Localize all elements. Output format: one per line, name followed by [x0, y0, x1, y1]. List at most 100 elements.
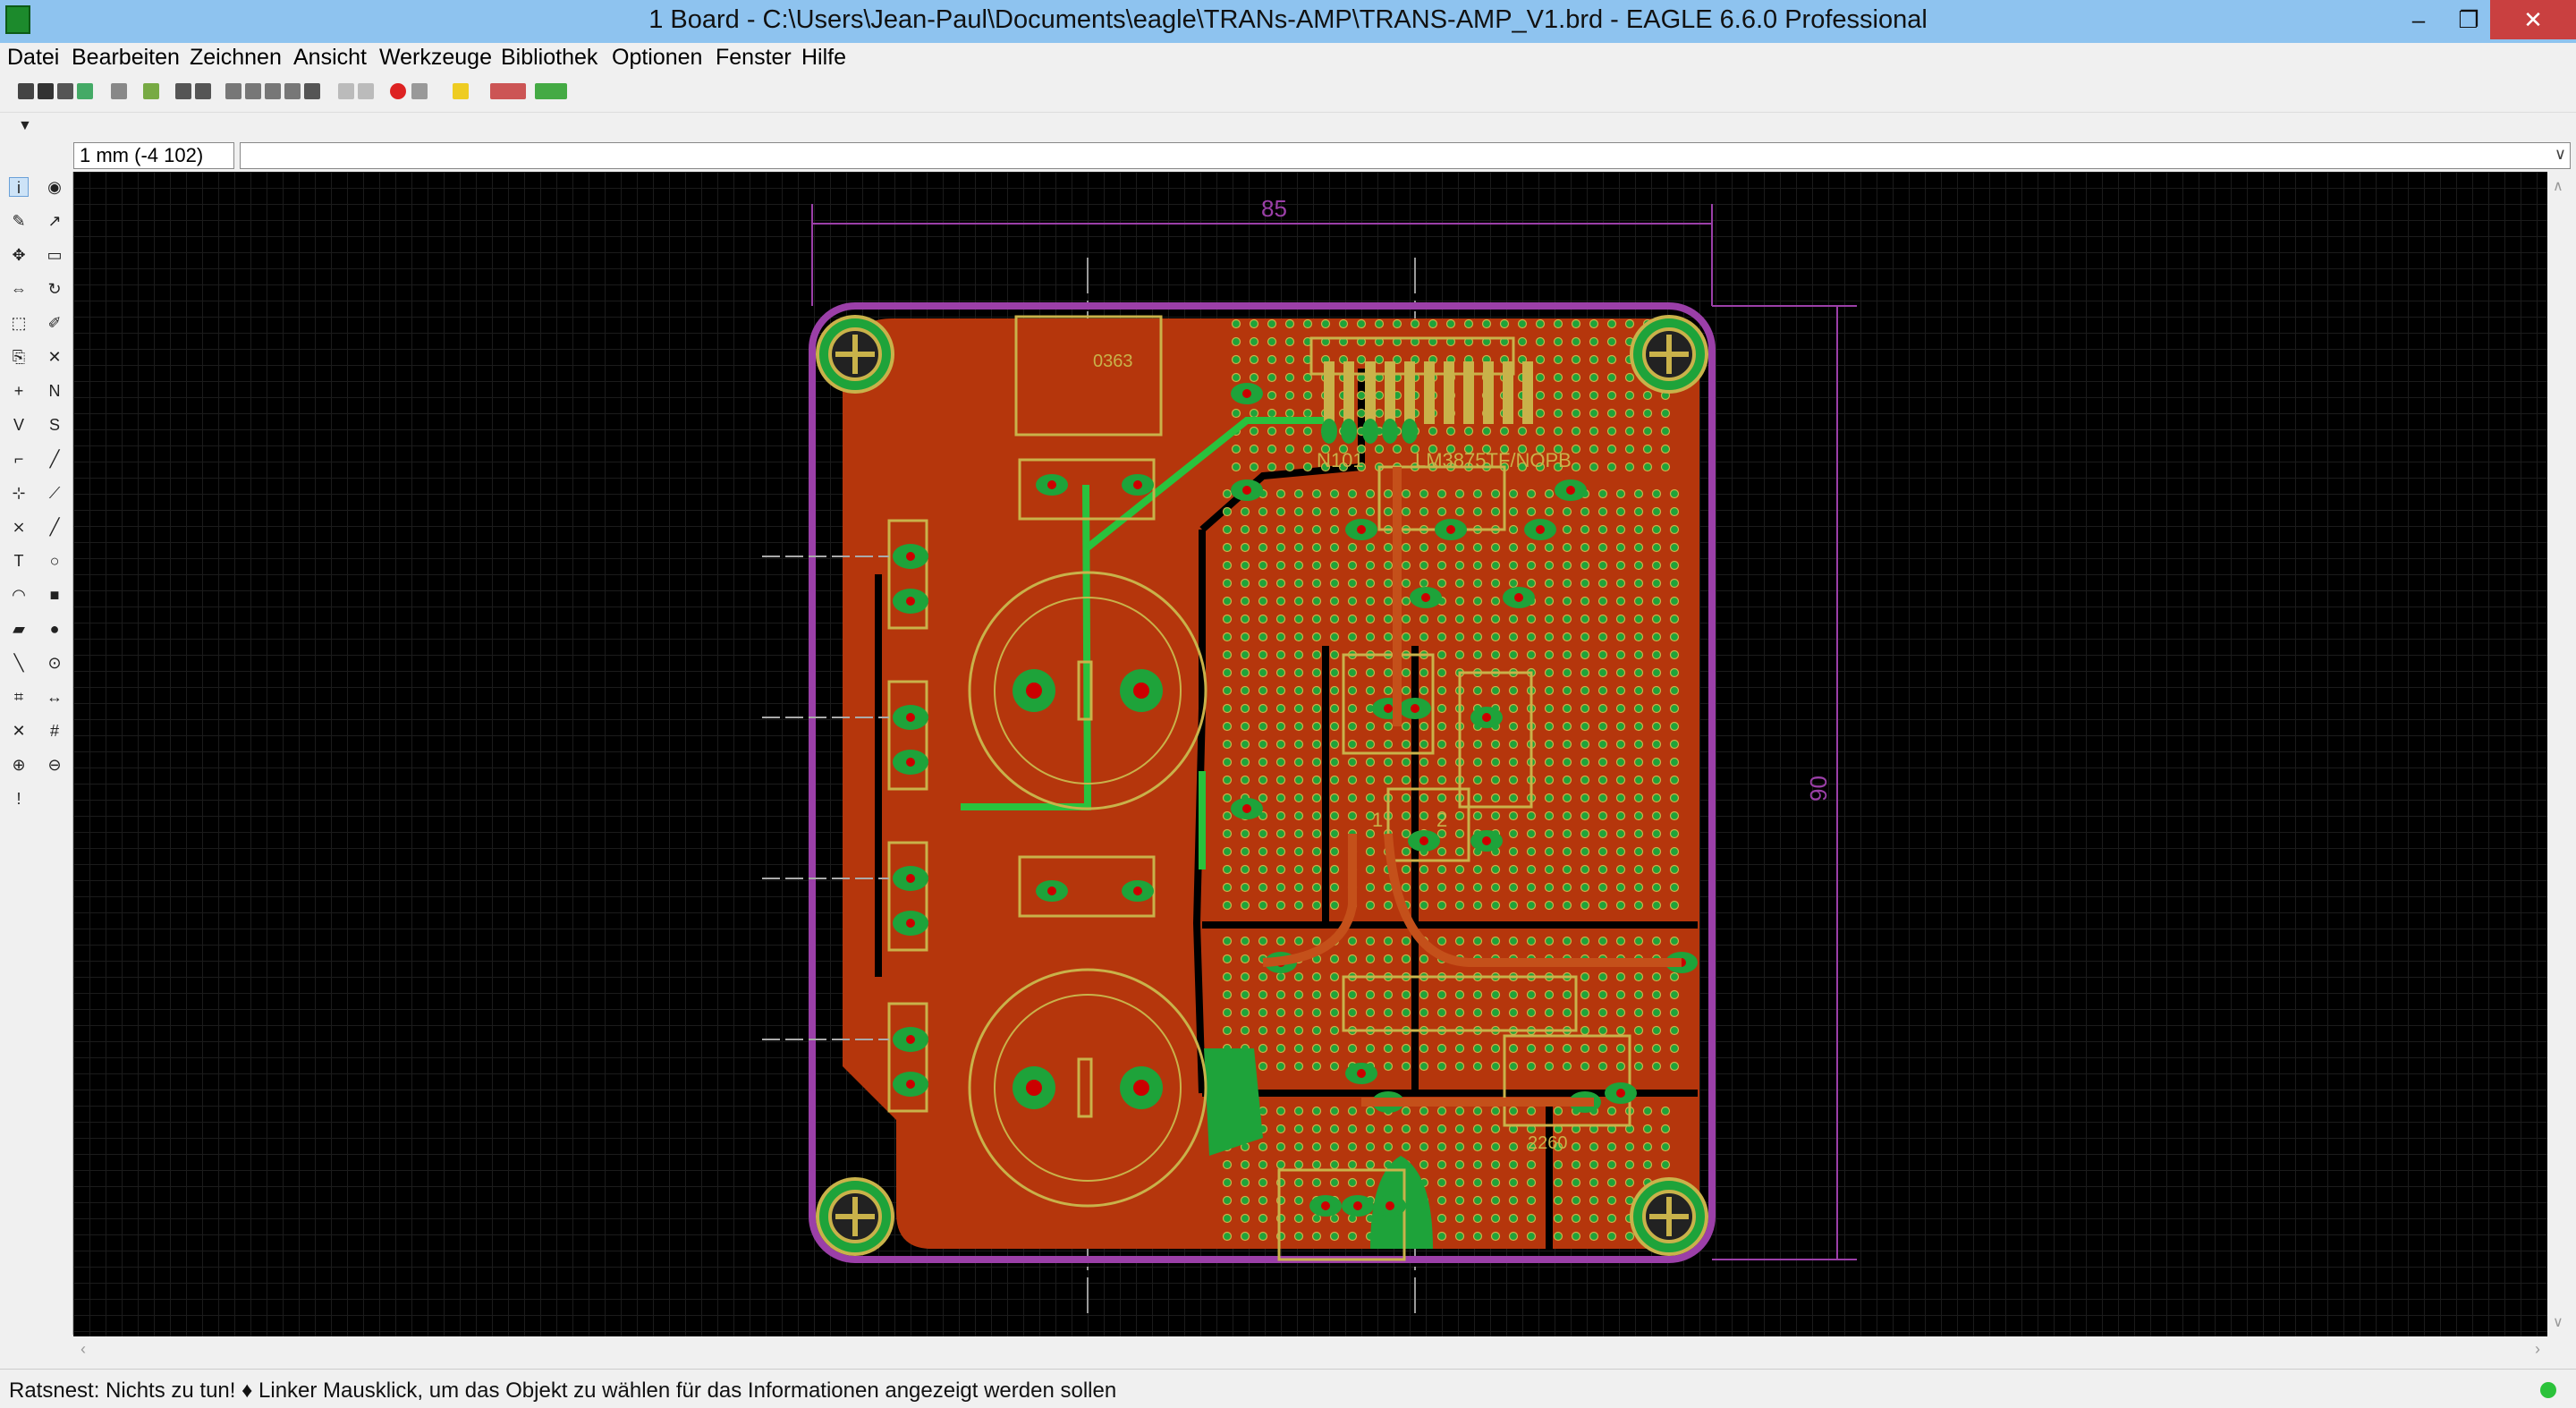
- pad[interactable]: [1362, 419, 1378, 444]
- redo-icon[interactable]: [358, 83, 374, 99]
- vertical-scrollbar[interactable]: ∧ ∨: [2547, 172, 2576, 1336]
- menu-ansicht[interactable]: Ansicht: [293, 45, 367, 70]
- undo-icon[interactable]: [338, 83, 354, 99]
- erc-icon[interactable]: ⊕: [12, 756, 26, 774]
- routed-traces[interactable]: [961, 417, 1335, 869]
- close-button[interactable]: ✕: [2490, 0, 2576, 39]
- delete-icon[interactable]: ✕: [47, 348, 62, 366]
- mirror-icon[interactable]: ⇔: [11, 280, 27, 298]
- minimize-button[interactable]: –: [2411, 6, 2426, 33]
- menu-zeichnen[interactable]: Zeichnen: [190, 45, 282, 70]
- component-pads[interactable]: [1036, 383, 1698, 1217]
- auto-icon[interactable]: #: [49, 722, 59, 740]
- drc-icon[interactable]: ⊖: [47, 756, 62, 774]
- go-icon[interactable]: [411, 83, 428, 99]
- menu-bibliothek[interactable]: Bibliothek: [501, 45, 598, 70]
- schematic-icon[interactable]: [175, 83, 191, 99]
- name-icon[interactable]: N: [48, 382, 61, 400]
- terminal-block[interactable]: [762, 841, 928, 952]
- paste-icon[interactable]: ⎘: [12, 348, 26, 366]
- terminal-block[interactable]: [762, 519, 928, 630]
- scroll-up-icon[interactable]: ∧: [2553, 179, 2563, 194]
- smash-icon[interactable]: S: [48, 416, 60, 434]
- optimize-icon[interactable]: ⊹: [12, 484, 26, 502]
- terminal-block[interactable]: [762, 1002, 928, 1113]
- board-canvas[interactable]: 85 90: [73, 172, 2547, 1336]
- stop-icon[interactable]: [390, 83, 406, 99]
- copper-trace[interactable]: [1384, 833, 1682, 967]
- pad[interactable]: [1321, 419, 1337, 444]
- miter-icon[interactable]: ⌐: [13, 450, 24, 468]
- pad[interactable]: [1402, 419, 1418, 444]
- rect-icon[interactable]: ■: [49, 586, 60, 604]
- zoom-redraw-icon[interactable]: [284, 83, 301, 99]
- zoom-in-icon[interactable]: [245, 83, 261, 99]
- script-icon[interactable]: [111, 83, 127, 99]
- mounting-holes[interactable]: [816, 315, 1708, 1256]
- menu-fenster[interactable]: Fenster: [716, 45, 792, 70]
- command-input[interactable]: ∨: [240, 142, 2571, 169]
- route-icon[interactable]: ⟋: [48, 484, 61, 502]
- ic-lm3875[interactable]: [1324, 361, 1533, 424]
- board-outline[interactable]: [809, 302, 1716, 1263]
- info-icon[interactable]: i: [9, 177, 29, 197]
- pad[interactable]: [1341, 419, 1357, 444]
- copper-pour[interactable]: [843, 318, 1699, 1249]
- arc-icon[interactable]: ◠: [12, 586, 26, 604]
- design-link-icon[interactable]: [490, 83, 526, 99]
- mark-icon[interactable]: ↗: [47, 212, 62, 230]
- value-icon[interactable]: V: [13, 416, 24, 434]
- zoom-fit-icon[interactable]: [225, 83, 242, 99]
- copper-trace[interactable]: [1262, 834, 1357, 967]
- menu-bearbeiten[interactable]: Bearbeiten: [72, 45, 180, 70]
- scroll-down-icon[interactable]: ∨: [2553, 1315, 2563, 1330]
- design-check-icon[interactable]: [535, 83, 567, 99]
- rotate-icon[interactable]: ↻: [47, 280, 62, 298]
- wire-icon[interactable]: ╱: [49, 518, 60, 536]
- open-icon[interactable]: [18, 83, 34, 99]
- capacitor-c1[interactable]: [968, 571, 1208, 810]
- ripup-icon[interactable]: ⨯: [12, 518, 26, 536]
- menu-datei[interactable]: Datei: [7, 45, 60, 70]
- move-icon[interactable]: ✥: [12, 246, 26, 264]
- pad[interactable]: [1382, 419, 1398, 444]
- command-history-icon[interactable]: ∨: [2554, 145, 2566, 163]
- change-icon[interactable]: ✐: [47, 314, 62, 332]
- ratsnest-icon[interactable]: ✕: [12, 722, 26, 740]
- circle-icon[interactable]: ○: [49, 552, 60, 570]
- pcb-drawing[interactable]: 85 90: [73, 172, 2547, 1336]
- zoom-area-icon[interactable]: [304, 83, 320, 99]
- library-icon[interactable]: [195, 83, 211, 99]
- board-icon[interactable]: [143, 83, 159, 99]
- terminal-block[interactable]: [762, 680, 928, 791]
- attribute-icon[interactable]: ⌗: [13, 688, 24, 706]
- add-icon[interactable]: +: [13, 382, 24, 400]
- dimension-icon[interactable]: ↔: [47, 688, 63, 706]
- dimension-height[interactable]: [1712, 305, 1857, 1260]
- split-icon[interactable]: ╱: [49, 450, 60, 468]
- horizontal-scrollbar[interactable]: ‹ ›: [73, 1336, 2576, 1365]
- menu-hilfe[interactable]: Hilfe: [801, 45, 847, 70]
- cam-icon[interactable]: [77, 83, 93, 99]
- display-icon[interactable]: ✎: [12, 212, 26, 230]
- polygon-icon[interactable]: ▰: [13, 620, 25, 638]
- copy-icon[interactable]: ▭: [47, 246, 63, 264]
- via-icon[interactable]: ●: [49, 620, 60, 638]
- component-outlines[interactable]: [1014, 315, 1631, 1261]
- terminal-blocks[interactable]: [762, 519, 928, 1113]
- group-icon[interactable]: ⬚: [11, 314, 27, 332]
- text-icon[interactable]: T: [13, 552, 24, 570]
- print-icon[interactable]: [57, 83, 73, 99]
- help-icon[interactable]: [453, 83, 469, 99]
- errors-icon[interactable]: !: [16, 790, 21, 808]
- save-icon[interactable]: [38, 83, 54, 99]
- signal-icon[interactable]: ╲: [13, 654, 24, 672]
- show-icon[interactable]: ◉: [47, 178, 62, 196]
- menu-werkzeuge[interactable]: Werkzeuge: [379, 45, 492, 70]
- menu-optionen[interactable]: Optionen: [612, 45, 703, 70]
- dimension-width[interactable]: [811, 204, 1713, 306]
- zoom-out-icon[interactable]: [265, 83, 281, 99]
- maximize-button[interactable]: ❐: [2458, 6, 2479, 33]
- toolbar-dropdown-icon[interactable]: ▼: [18, 118, 32, 133]
- scroll-right-icon[interactable]: ›: [2535, 1340, 2540, 1358]
